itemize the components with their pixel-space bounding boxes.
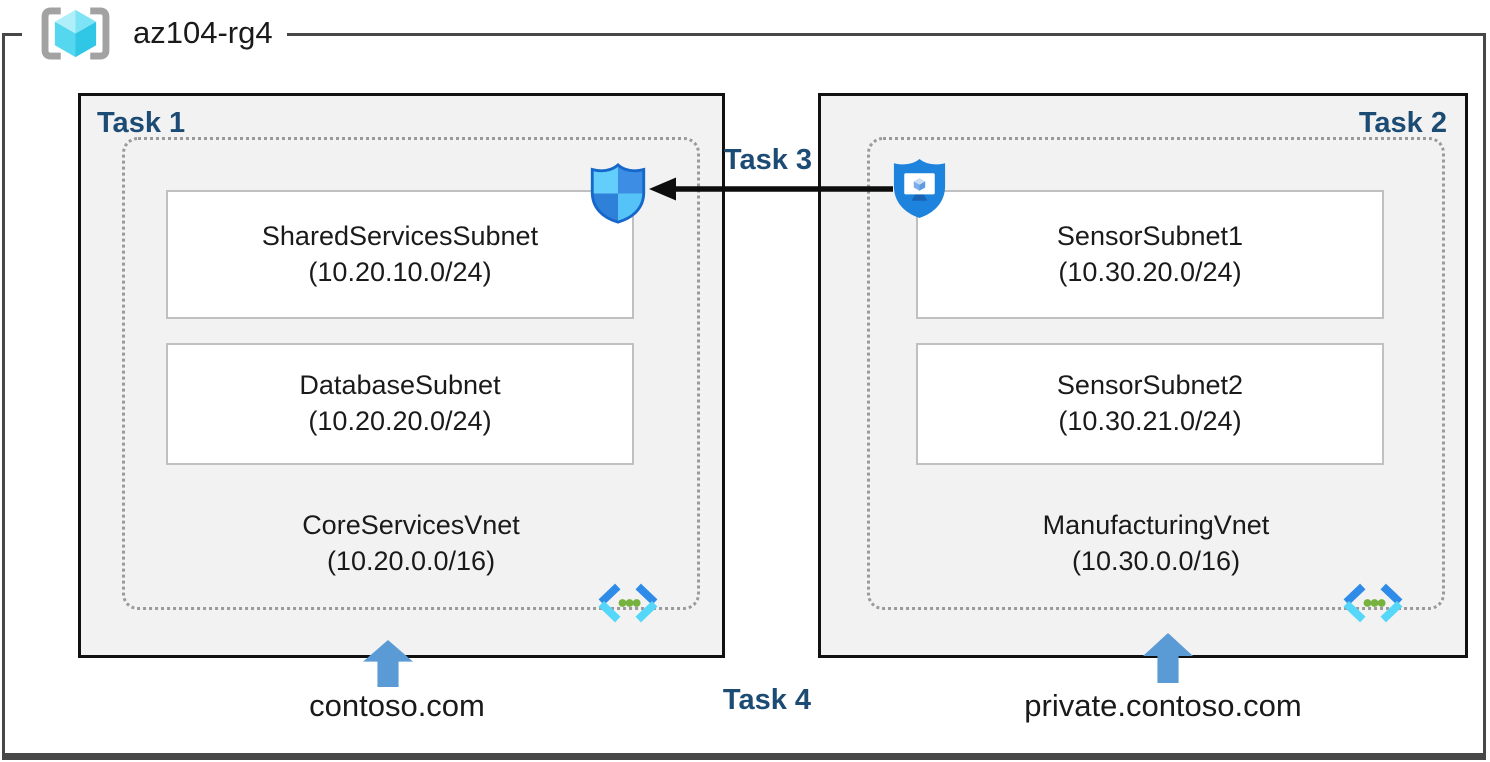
shared-services-subnet-box: SharedServicesSubnet (10.20.10.0/24) (166, 190, 634, 319)
bastion-icon (893, 158, 946, 219)
up-arrow-icon (1143, 633, 1193, 683)
manufacturing-vnet-caption: ManufacturingVnet (10.30.0.0/16) (870, 508, 1442, 579)
resource-group-legend: az104-rg4 (22, 0, 287, 66)
contoso-dns-label: contoso.com (309, 688, 485, 723)
subnet-name: SharedServicesSubnet (261, 220, 539, 251)
vnet-cidr: (10.30.0.0/16) (1071, 545, 1241, 576)
subnet-name: DatabaseSubnet (299, 370, 501, 401)
vnet-name: ManufacturingVnet (1042, 510, 1270, 540)
private-contoso-dns-label: private.contoso.com (1024, 688, 1302, 723)
task3-label: Task 3 (723, 144, 813, 176)
virtual-network-icon (1343, 583, 1403, 623)
core-services-vnet-box: SharedServicesSubnet (10.20.10.0/24) Dat… (122, 137, 700, 623)
up-arrow-icon (363, 640, 413, 687)
virtual-network-icon (598, 583, 658, 623)
network-security-group-icon (590, 163, 646, 224)
subnet-cidr: (10.30.21.0/24) (1058, 406, 1242, 436)
subnet-cidr: (10.20.10.0/24) (308, 256, 492, 287)
subnet-name: SensorSubnet1 (1056, 220, 1244, 251)
task1-label: Task 1 (97, 107, 186, 139)
sensor-subnet2-box: SensorSubnet2 (10.30.21.0/24) (916, 343, 1384, 465)
task2-label: Task 2 (1358, 107, 1447, 139)
subnet-cidr: (10.30.20.0/24) (1058, 256, 1242, 287)
task4-label: Task 4 (722, 684, 812, 716)
vnet-cidr: (10.20.0.0/16) (326, 545, 496, 576)
subnet-name: SensorSubnet2 (1056, 370, 1244, 401)
resource-group-icon (41, 6, 110, 60)
vnet-name: CoreServicesVnet (302, 510, 520, 540)
core-services-vnet-caption: CoreServicesVnet (10.20.0.0/16) (125, 508, 697, 579)
resource-group-name: az104-rg4 (133, 15, 273, 50)
sensor-subnet1-box: SensorSubnet1 (10.30.20.0/24) (916, 190, 1384, 319)
database-subnet-box: DatabaseSubnet (10.20.20.0/24) (166, 343, 634, 465)
resource-group-border (2, 33, 1486, 760)
manufacturing-vnet-box: SensorSubnet1 (10.30.20.0/24) SensorSubn… (867, 137, 1445, 623)
subnet-cidr: (10.20.20.0/24) (308, 406, 492, 436)
